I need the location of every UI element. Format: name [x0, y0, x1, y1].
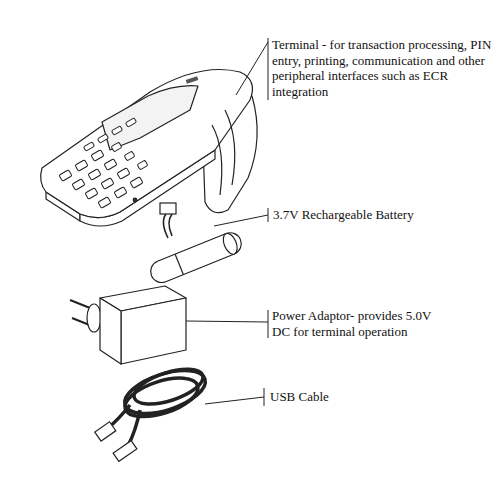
keypad-key: [75, 160, 88, 172]
part-label: Power Adaptor- provides 5.0V DC for term…: [272, 308, 444, 339]
cable-lead: [128, 410, 140, 446]
terminal-body: [41, 70, 253, 218]
keypad-key: [125, 118, 136, 127]
adaptor-drawing: [70, 286, 186, 364]
keypad-key: [130, 177, 143, 189]
plug-prong: [70, 300, 90, 308]
led-dot: [133, 198, 137, 202]
part-label: 3.7V Rechargeable Battery: [273, 207, 483, 223]
leader-line: [236, 42, 268, 95]
keypad-key: [88, 169, 101, 181]
keypad-key: [137, 160, 148, 170]
printer-edge: [225, 110, 235, 185]
usb-plug: [113, 441, 137, 462]
keypad-key: [101, 178, 114, 190]
keypad: [59, 118, 148, 208]
battery-drawing: [147, 203, 244, 286]
leader-line: [268, 310, 269, 338]
battery-wire: [163, 214, 168, 238]
leader-lines: [186, 38, 268, 406]
leader-line: [268, 38, 269, 100]
keypad-key: [117, 168, 130, 180]
part-label: USB Cable: [270, 389, 420, 405]
usb-cable-drawing: [95, 362, 211, 462]
terminal-screen: [102, 86, 198, 150]
battery-cell: [147, 229, 244, 285]
keypad-key: [104, 159, 117, 171]
leader-line: [186, 321, 268, 322]
adaptor-front: [121, 298, 186, 364]
battery-connector: [160, 203, 176, 214]
battery-band: [175, 254, 183, 274]
leader-line: [205, 397, 264, 404]
terminal-drawing: [41, 70, 257, 227]
battery-end: [221, 231, 240, 256]
keypad-key: [91, 150, 104, 162]
keypad-key: [111, 126, 122, 135]
keypad-key: [111, 142, 122, 152]
keypad-key: [83, 142, 94, 151]
leader-line: [268, 208, 269, 222]
keypad-key: [97, 134, 108, 143]
keypad-key: [72, 179, 85, 191]
keypad-key: [85, 188, 98, 200]
brand-mark: [186, 76, 199, 84]
keypad-key: [114, 187, 127, 199]
keypad-key: [59, 170, 72, 182]
cable-coil: [130, 362, 207, 411]
adaptor-side: [100, 298, 121, 364]
usb-plug: [95, 422, 116, 441]
part-label: Terminal - for transaction processing, P…: [272, 37, 493, 99]
keypad-key: [98, 197, 111, 209]
battery-wire: [169, 214, 172, 236]
keypad-key: [124, 151, 135, 161]
plug-base: [87, 304, 101, 332]
printer-edge: [212, 125, 222, 195]
leader-line: [264, 388, 265, 406]
leader-line: [214, 215, 268, 226]
